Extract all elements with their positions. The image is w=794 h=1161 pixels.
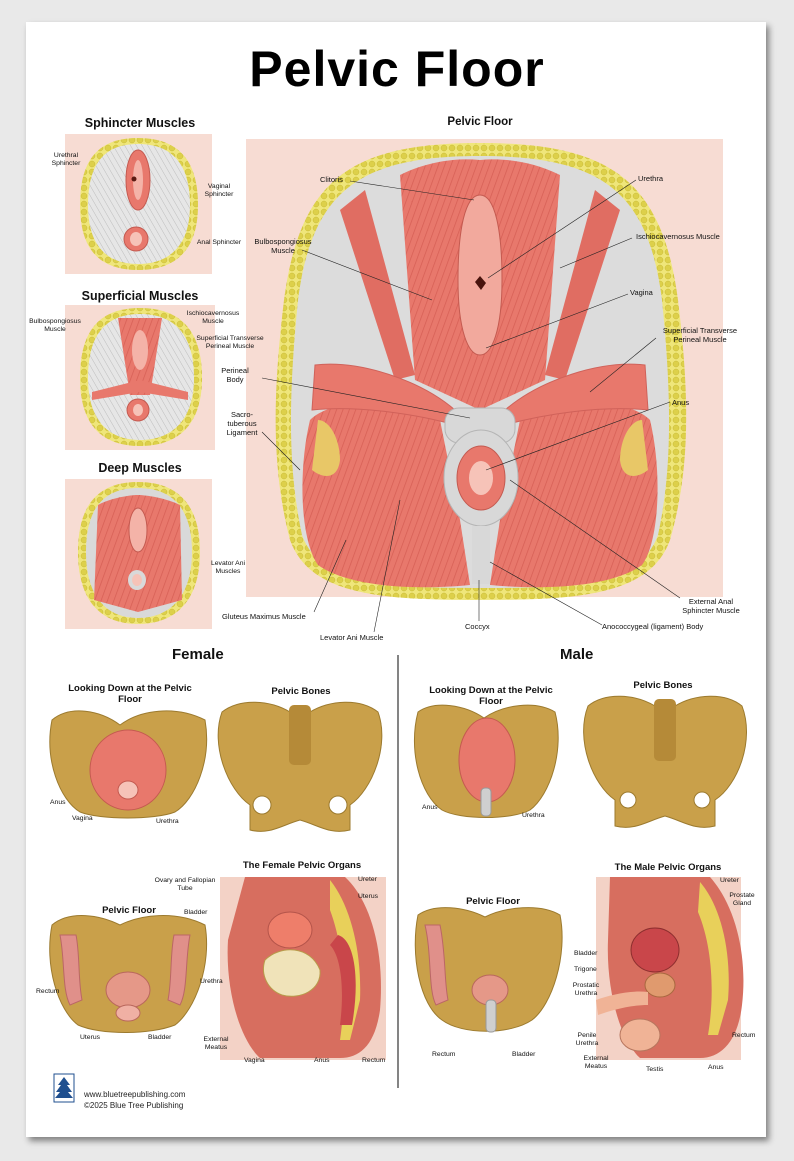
female-uterus-label: Uterus: [80, 1034, 101, 1041]
footer-url: www.bluetreepublishing.com: [84, 1090, 186, 1099]
female-heading: Female: [172, 646, 224, 663]
ischiocavernosus-label: Ischiocavernosus Muscle: [636, 232, 720, 241]
deep-muscles-heading: Deep Muscles: [98, 461, 182, 475]
penile-urethra-label: Penile Urethra: [575, 1032, 599, 1047]
female-uterus-organ-label: Uterus: [358, 893, 379, 900]
female-organs-heading: The Female Pelvic Organs: [242, 860, 362, 871]
male-pelvic-bones-heading: Pelvic Bones: [633, 680, 693, 691]
male-looking-down-diagram: [413, 704, 559, 818]
female-anus-organ-label: Anus: [314, 1057, 330, 1064]
male-pelvic-floor-organs-diagram: [414, 907, 563, 1033]
superficial-transverse-small-label: Superficial Transverse Perineal Muscle: [196, 335, 264, 350]
male-bladder-label: Bladder: [512, 1051, 536, 1058]
male-external-meatus-label: External Meatus: [583, 1055, 609, 1070]
levator-ani-small-label: Levator Ani Muscles: [210, 560, 245, 575]
female-looking-down-diagram: [49, 710, 208, 819]
male-rectum-organ-label: Rectum: [732, 1032, 756, 1039]
urethral-sphincter-label: Urethral Sphincter: [51, 152, 81, 167]
sphincter-muscles-heading: Sphincter Muscles: [84, 116, 196, 130]
superficial-muscles-heading: Superficial Muscles: [81, 289, 199, 303]
blue-tree-logo: [53, 1073, 75, 1103]
female-organ-bladder-label: Bladder: [184, 909, 208, 916]
female-vagina-organ-label: Vagina: [244, 1057, 265, 1064]
vaginal-sphincter-label: Vaginal Sphincter: [204, 183, 234, 198]
female-urethra-organ-label: Urethra: [200, 978, 223, 985]
trigone-label: Trigone: [574, 966, 597, 973]
male-ureter-label: Ureter: [720, 877, 739, 884]
female-external-meatus-label: External Meatus: [203, 1036, 229, 1051]
gluteus-maximus-label: Gluteus Maximus Muscle: [222, 612, 306, 621]
coccyx-label: Coccyx: [465, 622, 490, 631]
footer-copyright: ©2025 Blue Tree Publishing: [84, 1101, 184, 1110]
levator-ani-label: Levator Ani Muscle: [320, 633, 384, 642]
male-organ-bladder-label: Bladder: [574, 950, 598, 957]
female-pelvic-bones-diagram: [217, 701, 383, 832]
male-pelvic-floor-heading: Pelvic Floor: [466, 896, 520, 907]
external-anal-sphincter-label: External Anal Sphincter Muscle: [682, 597, 740, 615]
bulbospongiosus-small-label: Bulbospongiosus Muscle: [29, 318, 81, 333]
female-urethra-label: Urethra: [156, 818, 179, 825]
male-anus-organ-label: Anus: [708, 1064, 724, 1071]
urethra-label: Urethra: [638, 174, 664, 183]
sacrotuberous-label: Sacro- tuberous Ligament: [226, 410, 258, 437]
male-heading: Male: [560, 646, 594, 663]
anococcygeal-label: Anococcygeal (ligament) Body: [602, 622, 704, 631]
prostatic-urethra-label: Prostatic Urethra: [572, 982, 600, 997]
female-rectum-organ-label: Rectum: [362, 1057, 386, 1064]
female-pelvic-floor-heading: Pelvic Floor: [102, 905, 156, 916]
female-looking-down-heading: Looking Down at the Pelvic Floor: [68, 683, 192, 705]
prostate-gland-label: Prostate Gland: [729, 892, 755, 907]
vagina-label: Vagina: [630, 288, 653, 297]
female-bladder-label: Bladder: [148, 1034, 172, 1041]
superficial-transverse-label: Superficial Transverse Perineal Muscle: [662, 326, 738, 344]
bulbospongiosus-label: Bulbospongiosus Muscle: [254, 237, 312, 255]
male-anus-label: Anus: [422, 804, 438, 811]
deep-diagram: [65, 479, 212, 629]
leader-lines: [261, 179, 681, 633]
clitoris-label: Clitoris: [320, 175, 343, 184]
male-rectum-label: Rectum: [432, 1051, 456, 1058]
female-pelvic-floor-organs-diagram: [49, 915, 208, 1033]
testis-label: Testis: [646, 1066, 664, 1073]
sphincter-diagram: [65, 134, 212, 274]
male-looking-down-heading: Looking Down at the Pelvic Floor: [429, 685, 553, 707]
male-organs-heading: The Male Pelvic Organs: [614, 862, 722, 873]
perineal-body-label: Perineal Body: [221, 366, 249, 384]
male-urethra-label: Urethra: [522, 812, 545, 819]
anus-main-label: Anus: [672, 398, 690, 407]
anal-sphincter-label: Anal Sphincter: [196, 239, 242, 246]
male-organs-section-diagram: [596, 877, 744, 1060]
male-pelvic-bones-diagram: [583, 695, 747, 828]
female-anus-label: Anus: [50, 799, 66, 806]
female-organs-section-diagram: [220, 877, 386, 1060]
main-pelvic-floor-heading: Pelvic Floor: [447, 116, 513, 128]
page-title: Pelvic Floor: [249, 41, 545, 97]
female-rectum-label: Rectum: [36, 988, 60, 995]
female-ureter-label: Ureter: [358, 876, 377, 883]
superficial-diagram: [65, 305, 215, 450]
ischiocavernosus-small-label: Ischiocavernosus Muscle: [186, 310, 240, 325]
female-pelvic-bones-heading: Pelvic Bones: [271, 686, 331, 697]
female-vagina-label: Vagina: [72, 815, 93, 822]
ovary-fallopian-label: Ovary and Fallopian Tube: [154, 877, 216, 892]
main-pelvic-floor-diagram: [246, 139, 723, 600]
